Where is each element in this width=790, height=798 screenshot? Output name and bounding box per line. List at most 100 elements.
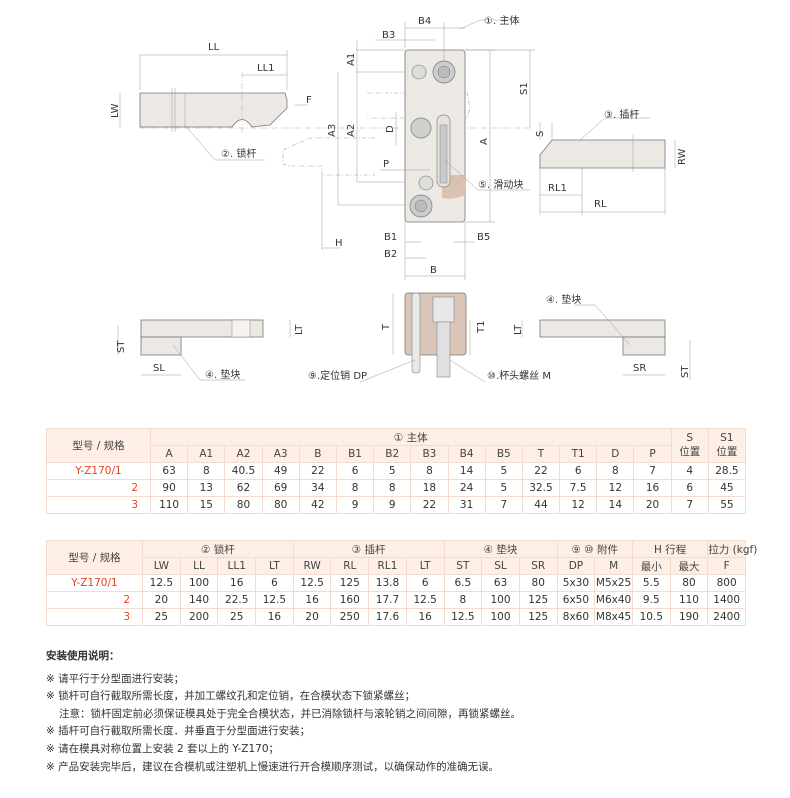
label-pad-right: ④. 垫块 [546,293,581,306]
column-header: LW [142,557,181,575]
value-cell: 125 [518,608,558,626]
value-cell: 49 [261,462,300,480]
value-cell: 100 [179,574,219,592]
column-header: SL [481,557,520,575]
dim-B2: B2 [384,249,397,260]
dim-A1: A1 [346,53,357,66]
value-cell: 7 [670,496,709,514]
dim-ST-left: ST [116,340,127,353]
label-screw: ⑩.杯头螺丝 M [487,369,551,382]
value-cell: 160 [330,591,370,609]
value-cell: 13.8 [368,574,407,592]
note-caution: 注意：锁杆固定前必须保证模具处于完全合模状态，并已消除锁杆与滚轮销之间间隙，再锁… [59,707,521,720]
model-cell: 3 [46,608,143,626]
value-cell: 62 [224,479,263,497]
dim-LT-right: LT [513,324,524,335]
dim-RL1: RL1 [548,183,567,194]
model-cell: Y-Z170/1 [46,574,143,592]
value-cell: 6 [405,574,445,592]
column-header: B1 [335,445,375,463]
value-cell: 6 [255,574,294,592]
value-cell: 63 [149,462,189,480]
column-header: 最大 [669,557,709,575]
value-cell: 18 [410,479,449,497]
notes-title: 安装使用说明： [46,650,120,662]
value-cell: 12.5 [292,574,332,592]
value-cell: 32.5 [521,479,561,497]
value-cell: 12.5 [142,574,181,592]
value-cell: 69 [261,479,300,497]
column-header: P [633,445,672,463]
column-header: A3 [261,445,300,463]
column-header: B2 [373,445,412,463]
dim-ST-right: ST [680,365,691,378]
column-header: RL [330,557,370,575]
dim-SR: SR [633,363,646,374]
dim-S1: S1 [519,82,530,95]
value-cell: 4 [670,462,709,480]
value-cell: 28.5 [707,462,747,480]
value-cell: 8 [335,479,375,497]
value-cell: 90 [149,479,189,497]
hook-phantom [282,137,375,176]
value-cell: 5 [484,462,523,480]
value-cell: 125 [518,591,558,609]
dim-T: T [381,323,392,331]
value-cell: M5x25 [594,574,633,592]
value-cell: 20 [292,608,332,626]
column-header: M [594,557,633,575]
model-cell: 2 [46,591,143,609]
value-cell: 16 [255,608,294,626]
value-cell: 80 [518,574,558,592]
note-item: ※ 请平行于分型面进行安装； [46,672,185,685]
model-cell: 2 [46,479,151,497]
dim-B3: B3 [382,30,395,41]
column-header: A2 [224,445,263,463]
lock-bar-drawing [119,50,530,161]
value-cell: M8x45 [594,608,633,626]
value-cell: 25 [142,608,181,626]
column-header: D [596,445,635,463]
value-cell: 110 [149,496,189,514]
value-cell: 17.6 [368,608,407,626]
value-cell: 14 [447,462,486,480]
value-cell: 31 [447,496,486,514]
note-item: ※ 锁杆可自行截取所需长度，并加工螺纹孔和定位销，在合模状态下锁紧螺丝； [46,690,416,703]
value-cell: 1400 [707,591,746,609]
value-cell: 800 [707,574,746,592]
value-cell: 250 [330,608,370,626]
value-cell: 6 [670,479,709,497]
column-header: DP [556,557,596,575]
label-pin: ⑨.定位销 DP [308,369,367,382]
dim-D: D [385,125,396,133]
dim-H: H [335,238,343,249]
model-header: 型号 / 规格 [46,428,151,463]
dim-T1: T1 [476,321,487,334]
dim-A: A [479,138,490,145]
value-cell: 100 [481,608,520,626]
dim-P: P [383,159,389,170]
dim-RL: RL [594,199,607,210]
column-header: ST [443,557,483,575]
dim-LW: LW [110,103,121,118]
value-cell: 110 [669,591,709,609]
group-accessories: ⑨ ⑩ 附件 [556,540,633,558]
value-cell: 80 [261,496,300,514]
value-cell: 200 [179,608,219,626]
value-cell: 7 [484,496,523,514]
value-cell: 22 [410,496,449,514]
value-cell: 20 [142,591,181,609]
value-cell: 100 [481,591,520,609]
note-item: ※ 请在模具对称位置上安装 2 套以上的 Y-Z170； [46,742,280,755]
value-cell: 55 [707,496,747,514]
model-header: 型号 / 规格 [46,540,143,575]
value-cell: 2400 [707,608,746,626]
value-cell: 8 [410,462,449,480]
value-cell: 6.5 [443,574,483,592]
value-cell: 6x50 [556,591,596,609]
value-cell: 9 [373,496,412,514]
